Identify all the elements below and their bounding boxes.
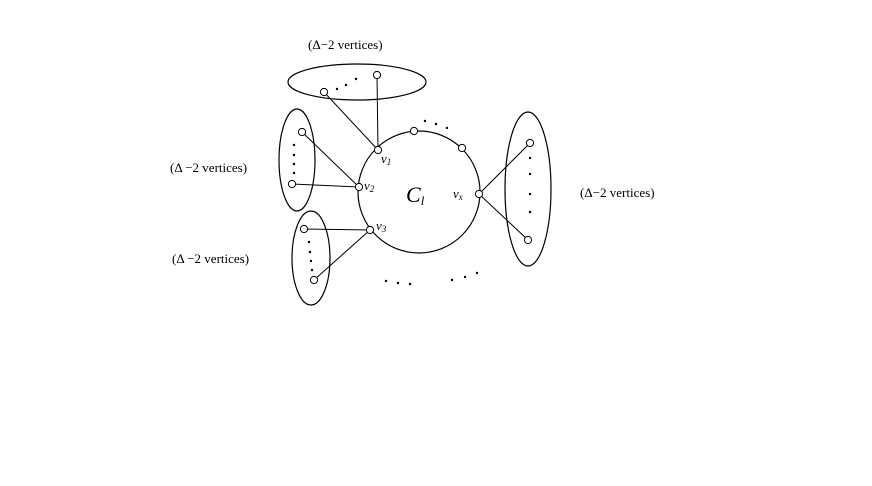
dot (528, 192, 532, 196)
edge-v1-top-b (376, 74, 379, 151)
vertex-left-upper-b (287, 179, 297, 189)
vertex-cycle-top-b (457, 143, 467, 153)
dot (434, 122, 438, 126)
edge-vx-right-b (478, 193, 529, 241)
vertex-top-a (319, 87, 329, 97)
vertex-v3-label: v3 (376, 218, 387, 234)
edge-v2-upper-a (301, 131, 360, 188)
dot (396, 281, 400, 285)
group-left-upper-label: (Δ −2 vertices) (170, 160, 247, 175)
vertex-left-lower-a (299, 224, 309, 234)
dot (310, 268, 314, 272)
dot (423, 119, 427, 123)
group-left-lower-label: (Δ −2 vertices) (172, 251, 249, 266)
vertex-v1-label: v1 (381, 151, 391, 167)
ellipsis-dots (292, 77, 532, 286)
dot (309, 259, 313, 263)
dot (384, 279, 388, 283)
vertex-top-b (372, 70, 382, 80)
dot (450, 278, 454, 282)
edge-v1-top-a (323, 91, 379, 151)
vertex-v3 (365, 225, 375, 235)
vertex-v1 (373, 145, 383, 155)
dot (408, 282, 412, 286)
dot (335, 87, 339, 91)
vertex-cycle-top-a (409, 126, 419, 136)
dot (292, 162, 296, 166)
edge-v3-lower-b (313, 229, 371, 281)
edge-v2-upper-b (291, 183, 360, 188)
dot (463, 275, 467, 279)
group-top-ellipse (287, 63, 427, 101)
cycle-label-sub: l (421, 193, 425, 208)
vertex-left-upper-a (297, 127, 307, 137)
vertex-v2-label: v2 (364, 178, 375, 194)
edge-vx-right-a (478, 142, 531, 195)
vertex-left-lower-b (309, 275, 319, 285)
vertex-v1-main: v (381, 151, 387, 166)
edges (291, 74, 531, 281)
dot (528, 172, 532, 176)
cycle-label-main: C (406, 182, 421, 207)
group-top-label: (Δ−2 vertices) (308, 37, 383, 52)
dot (292, 171, 296, 175)
vertex-v2 (354, 182, 364, 192)
group-left-lower-ellipse (291, 210, 331, 306)
vertex-right-b (523, 235, 533, 245)
vertex-vx (474, 189, 484, 199)
dot (354, 77, 358, 81)
vertex-vx-main: v (453, 186, 459, 201)
vertex-v1-sub: 1 (387, 157, 392, 167)
group-left-upper-ellipse (278, 108, 316, 212)
dot (528, 156, 532, 160)
dot (292, 143, 296, 147)
group-right-ellipse (504, 111, 552, 267)
dot (475, 271, 479, 275)
dot (307, 240, 311, 244)
vertex-v2-main: v (364, 178, 370, 193)
dot (308, 250, 312, 254)
dot (445, 126, 449, 130)
vertices (287, 70, 535, 285)
vertex-v3-main: v (376, 218, 382, 233)
dot (344, 83, 348, 87)
dot (528, 210, 532, 214)
vertex-v3-sub: 3 (381, 224, 387, 234)
vertex-vx-sub: x (458, 192, 463, 202)
group-right-label: (Δ−2 vertices) (580, 185, 655, 200)
edge-v3-lower-a (303, 228, 371, 231)
vertex-right-a (525, 138, 535, 148)
dot (292, 153, 296, 157)
vertex-vx-label: vx (453, 186, 463, 202)
cycle-label: Cl (406, 182, 425, 208)
vertex-v2-sub: 2 (370, 184, 375, 194)
